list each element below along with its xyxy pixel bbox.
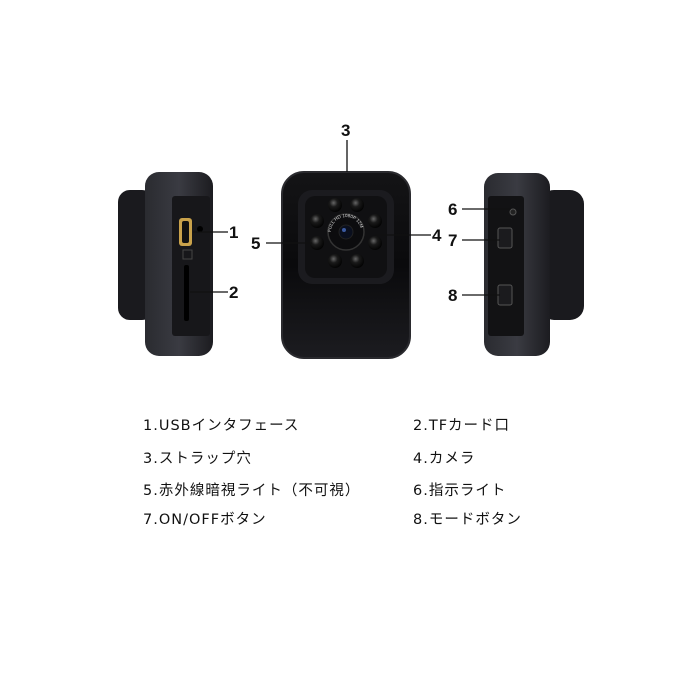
legend-num: 2. [413,418,429,434]
legend-item-6: 6.指示ライト [413,484,506,499]
legend-item-5: 5.赤外線暗視ライト（不可視） [143,484,360,499]
device-left-side-view [118,172,213,356]
callout-1: 1 [229,223,239,242]
camera-lens: FULL HD 1080P 12M [327,213,365,251]
legend-num: 3. [143,451,159,467]
legend-label: ON/OFFボタン [158,512,267,528]
indicator-light [509,208,517,216]
mode-button [497,284,513,306]
legend-label: カメラ [428,451,476,467]
device-right-side-view [484,173,584,356]
legend-label: 赤外線暗視ライト（不可視） [158,483,361,499]
device-front-view: FULL HD 1080P 12M [281,171,411,359]
legend-label: 指示ライト [428,483,507,499]
callout-6: 6 [448,200,458,219]
callout-2: 2 [229,283,239,302]
legend-item-2: 2.TFカード口 [413,419,510,434]
legend-label: ストラップ穴 [158,451,252,467]
usb-port [179,218,192,246]
legend-num: 1. [143,418,159,434]
callout-8: 8 [448,286,458,305]
ir-led-ring [310,198,382,268]
leader-lines [190,140,511,296]
legend-num: 7. [143,512,159,528]
legend-item-7: 7.ON/OFFボタン [143,513,267,528]
legend-label: USBインタフェース [158,418,300,434]
legend-item-1: 1.USBインタフェース [143,419,299,434]
legend-item-8: 8.モードボタン [413,513,522,528]
legend-num: 8. [413,512,429,528]
callout-5: 5 [251,234,261,253]
legend-item-4: 4.カメラ [413,452,475,467]
on-off-button [497,227,513,249]
callout-3: 3 [341,121,351,140]
legend-label: TFカード口 [428,418,511,434]
callout-7: 7 [448,231,458,250]
legend-num: 6. [413,483,429,499]
legend-label: モードボタン [428,512,522,528]
callout-4: 4 [432,226,442,245]
tf-card-slot [184,265,189,321]
legend-num: 5. [143,483,159,499]
legend-num: 4. [413,451,429,467]
legend-item-3: 3.ストラップ穴 [143,452,252,467]
